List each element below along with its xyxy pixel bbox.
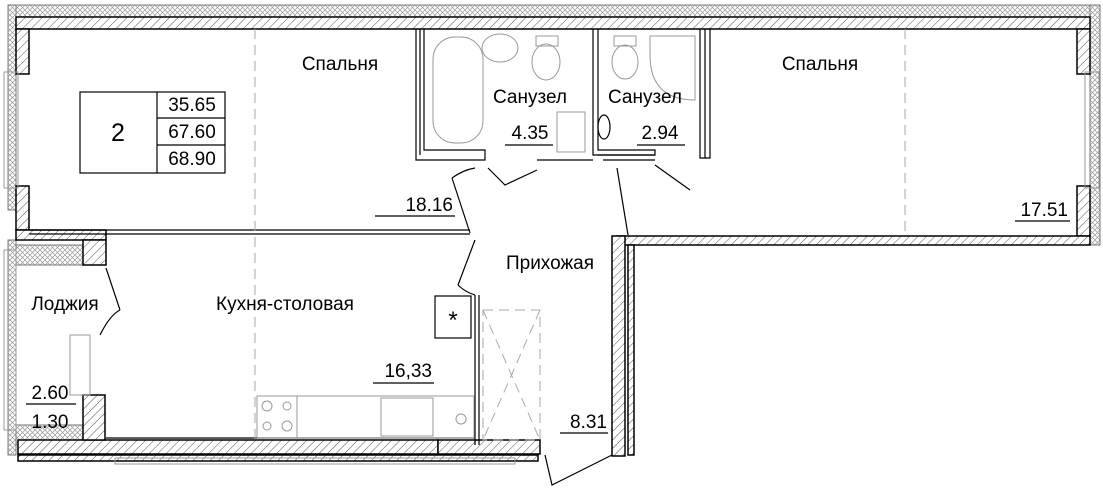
bathroom-1-name: Санузел bbox=[493, 87, 567, 108]
apartment-summary: 2 35.65 67.60 68.90 bbox=[79, 91, 226, 174]
kitchen-name: Кухня-столовая bbox=[216, 294, 354, 315]
total-area-with-loggia: 68.90 bbox=[168, 149, 216, 170]
bedroom-right-name: Спальня bbox=[782, 54, 858, 75]
rooms-count: 2 bbox=[111, 119, 125, 147]
bathroom-2-area: 2.94 bbox=[642, 123, 679, 144]
bedroom-right-area: 17.51 bbox=[1020, 200, 1068, 221]
room-labels: Спальня 18.16 Санузел 4.35 Санузел 2.94 … bbox=[26, 54, 1070, 434]
loggia-area: 2.60 bbox=[32, 383, 69, 404]
windows bbox=[3, 71, 1100, 465]
shower-icon bbox=[649, 35, 696, 101]
walls bbox=[15, 16, 1091, 462]
kitchen-sink-icon bbox=[380, 397, 434, 437]
bathtub-icon bbox=[432, 36, 484, 144]
ventilation-shaft bbox=[434, 295, 472, 339]
total-area: 67.60 bbox=[168, 122, 216, 143]
loggia-area-reduced: 1.30 bbox=[32, 412, 69, 433]
kitchen-area: 16,33 bbox=[384, 361, 432, 382]
hallway-area: 8.31 bbox=[570, 412, 607, 433]
toilet-icon bbox=[531, 43, 561, 81]
bedroom-left-area: 18.16 bbox=[405, 195, 453, 216]
axis-lines bbox=[254, 29, 906, 440]
sink-icon bbox=[597, 114, 611, 140]
hallway-name: Прихожая bbox=[506, 253, 594, 274]
loggia-name: Лоджия bbox=[31, 294, 98, 315]
bathroom-2-name: Санузел bbox=[608, 87, 682, 108]
ventilation-icon: * bbox=[448, 307, 457, 334]
bathroom-1-area: 4.35 bbox=[512, 123, 549, 144]
stove-icon bbox=[256, 395, 298, 439]
fixtures: * bbox=[256, 33, 696, 439]
living-area: 35.65 bbox=[168, 95, 216, 116]
doors bbox=[99, 164, 691, 486]
bedroom-left-name: Спальня bbox=[302, 54, 378, 75]
toilet-icon bbox=[611, 44, 639, 80]
sink-icon bbox=[481, 33, 519, 63]
